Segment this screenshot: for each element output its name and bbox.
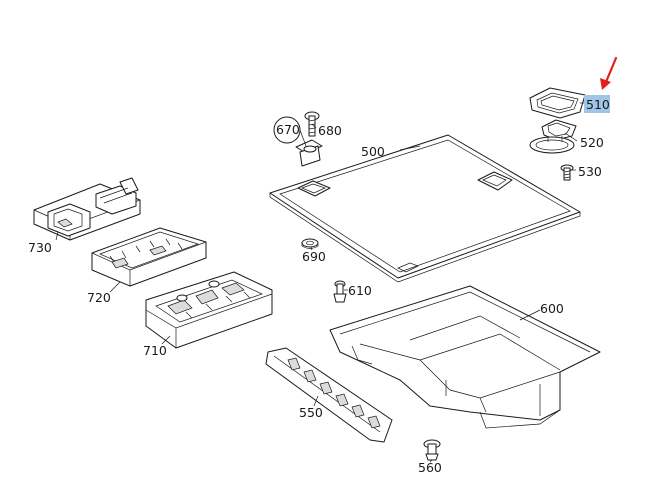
part-670-bracket[interactable] <box>295 139 323 167</box>
label-520[interactable]: 520 <box>580 135 604 150</box>
part-610-clip[interactable] <box>333 280 347 303</box>
label-710[interactable]: 710 <box>143 343 167 358</box>
part-690-washer[interactable] <box>301 238 319 249</box>
part-680-screw[interactable] <box>304 111 320 137</box>
label-500[interactable]: 500 <box>361 144 385 159</box>
label-510[interactable]: 510 <box>586 97 610 112</box>
callout-670-circle <box>273 116 301 144</box>
part-600-trunk-tub[interactable] <box>329 285 601 429</box>
part-560-bolt[interactable] <box>423 439 441 461</box>
part-500-load-floor[interactable] <box>269 134 581 283</box>
label-550[interactable]: 550 <box>299 405 323 420</box>
label-610[interactable]: 610 <box>348 283 372 298</box>
label-720[interactable]: 720 <box>87 290 111 305</box>
part-550-trim-rail[interactable] <box>265 347 393 443</box>
label-600[interactable]: 600 <box>540 301 564 316</box>
label-560[interactable]: 560 <box>418 460 442 475</box>
part-730-storage-insert[interactable] <box>33 177 141 241</box>
label-690[interactable]: 690 <box>302 249 326 264</box>
part-720-storage-tray[interactable] <box>91 227 207 287</box>
label-670[interactable]: 670 <box>276 122 300 137</box>
label-530[interactable]: 530 <box>578 164 602 179</box>
label-680[interactable]: 680 <box>318 123 342 138</box>
label-730[interactable]: 730 <box>28 240 52 255</box>
highlight-box-510 <box>584 95 610 113</box>
part-510-handle-frame[interactable] <box>529 87 586 119</box>
part-530-screw[interactable] <box>560 164 574 181</box>
part-710-tool-tray[interactable] <box>145 271 273 349</box>
part-520-handle-grip[interactable] <box>529 119 577 154</box>
leader-lines <box>55 102 585 463</box>
pointer-arrow <box>600 56 618 90</box>
